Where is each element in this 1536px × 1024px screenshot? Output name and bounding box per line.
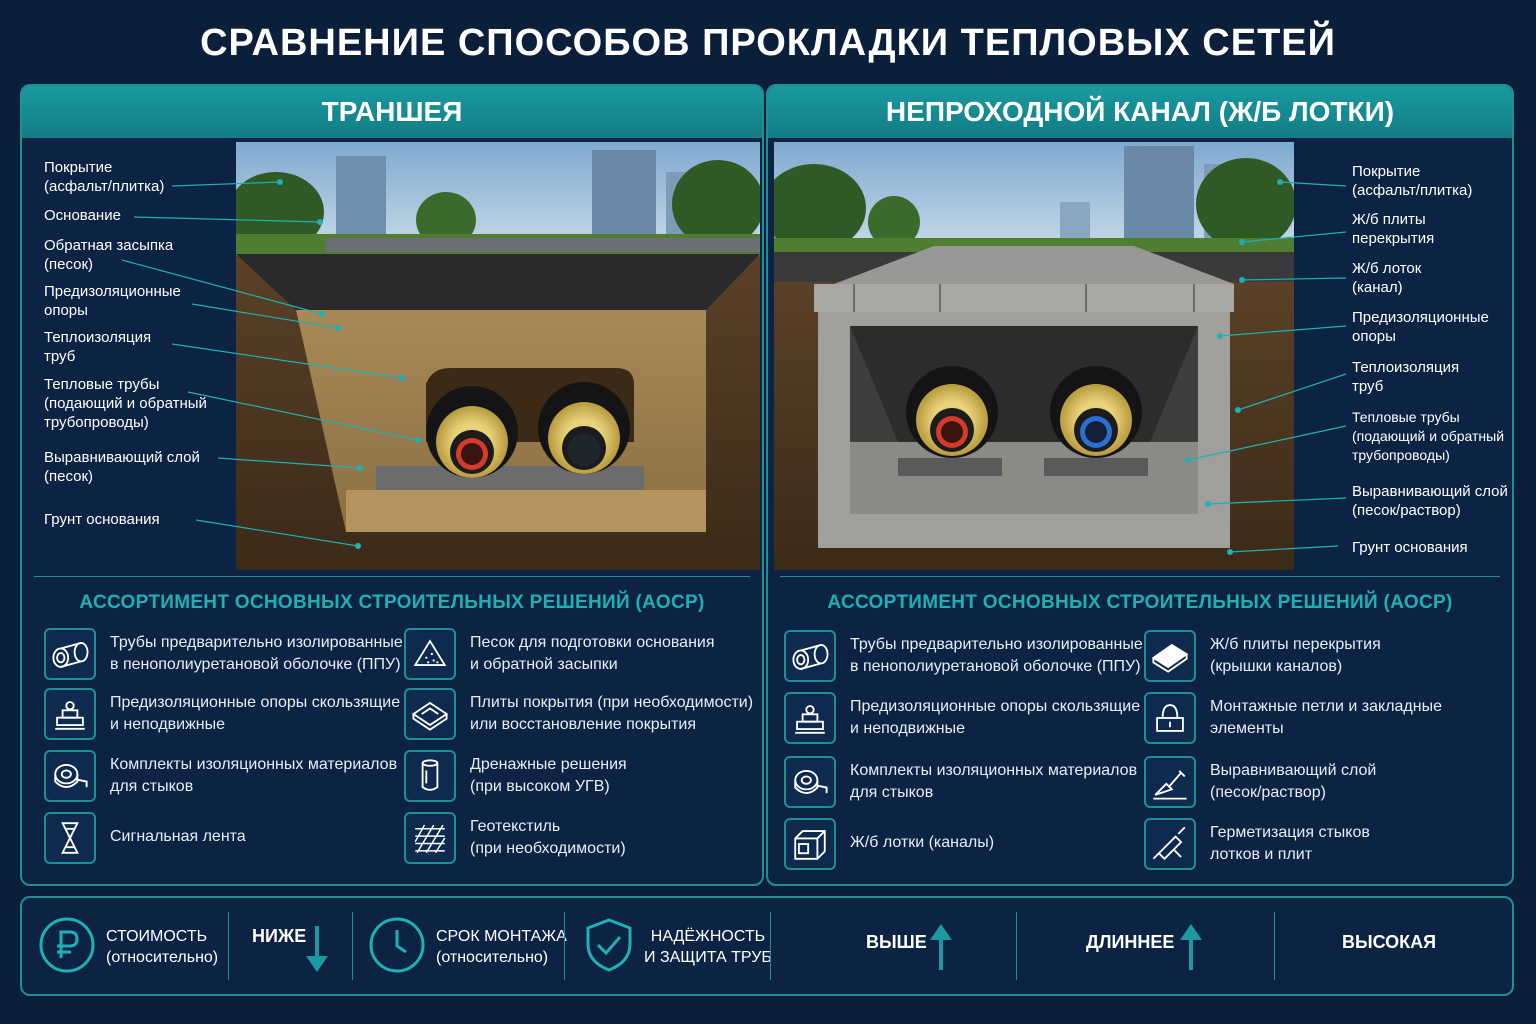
item-text: Предизоляционные опоры скользящие и непо…	[110, 694, 401, 733]
trench-callouts: Покрытие (асфальт/плитка) Основание Обра…	[22, 142, 762, 570]
channel-callouts: Покрытие (асфальт/плитка) Ж/б плиты пере…	[768, 142, 1512, 570]
trench-cross-section-illustration	[236, 142, 760, 570]
reliability-label: НАДЁЖНОСТЬ И ЗАЩИТА ТРУБ	[644, 928, 772, 966]
aosr-title: АССОРТИМЕНТ ОСНОВНЫХ СТРОИТЕЛЬНЫХ РЕШЕНИ…	[79, 592, 705, 613]
geotextile-icon	[404, 812, 456, 864]
channel-panel: НЕПРОХОДНОЙ КАНАЛ (Ж/Б ЛОТКИ)	[766, 84, 1514, 886]
channel-panel-header: НЕПРОХОДНОЙ КАНАЛ (Ж/Б ЛОТКИ)	[768, 86, 1512, 138]
cover-slab-icon	[1144, 630, 1196, 682]
callout-channel-tray: Ж/б лоток (канал)	[1352, 260, 1422, 296]
item-text: Комплекты изоляционных материалов для ст…	[110, 756, 398, 795]
trench-panel-header: ТРАНШЕЯ	[22, 86, 762, 138]
slab-icon	[404, 688, 456, 740]
callout-ground: Грунт основания	[1352, 539, 1468, 556]
channel-tray-icon	[784, 818, 836, 870]
sand-icon	[404, 628, 456, 680]
return-pipe-right	[1050, 366, 1142, 458]
callout-insulation: Теплоизоляция труб	[44, 329, 152, 365]
divider	[780, 576, 1500, 577]
item-text: Дренажные решения (при высоком УГВ)	[470, 756, 627, 795]
item-text: Трубы предварительно изолированные в пен…	[110, 634, 403, 673]
callout-insulation: Теплоизоляция труб	[1352, 359, 1460, 395]
support-icon	[784, 692, 836, 744]
separator	[564, 912, 565, 980]
callout-leveling-layer: Выравнивающий слой (песок/раствор)	[1352, 483, 1508, 519]
arrow-up-icon	[928, 922, 954, 972]
drain-icon	[404, 750, 456, 802]
pipe-icon	[784, 630, 836, 682]
item-text: Плиты покрытия (при необходимости) или в…	[470, 694, 754, 733]
tape-roll-icon	[784, 756, 836, 808]
callout-heat-pipes: Тепловые трубы (подающий и обратный труб…	[44, 376, 207, 431]
item-text: Предизоляционные опоры скользящие и непо…	[850, 698, 1141, 737]
comparison-bar: СТОИМОСТЬ (относительно) НИЖЕ СРОК МОНТА…	[20, 896, 1514, 996]
callout-coating: Покрытие (асфальт/плитка)	[44, 159, 165, 195]
callout-base: Основание	[44, 207, 121, 224]
callout-coating: Покрытие (асфальт/плитка)	[1352, 163, 1473, 199]
item-text: Геотекстиль (при необходимости)	[470, 818, 626, 857]
trowel-icon	[1144, 756, 1196, 808]
item-text: Сигнальная лента	[110, 828, 246, 845]
trench-panel: ТРАНШЕЯ	[20, 84, 764, 886]
channel-cross-section-illustration	[774, 142, 1294, 570]
callout-heat-pipes: Тепловые трубы (подающий и обратный труб…	[1352, 409, 1505, 463]
separator	[1274, 912, 1275, 980]
pipe-icon	[44, 628, 96, 680]
separator	[770, 912, 771, 980]
item-text: Выравнивающий слой (песок/раствор)	[1210, 762, 1377, 801]
supply-pipe-right	[906, 366, 998, 458]
clock-icon	[368, 916, 426, 974]
tape-roll-icon	[44, 750, 96, 802]
arrow-up-icon	[1178, 922, 1204, 972]
aosr-title: АССОРТИМЕНТ ОСНОВНЫХ СТРОИТЕЛЬНЫХ РЕШЕНИ…	[827, 592, 1453, 613]
page-title: СРАВНЕНИЕ СПОСОБОВ ПРОКЛАДКИ ТЕПЛОВЫХ СЕ…	[200, 22, 1336, 64]
divider	[34, 576, 750, 577]
time-label: СРОК МОНТАЖА (относительно)	[436, 928, 567, 966]
separator	[352, 912, 353, 980]
item-text: Герметизация стыков лотков и плит	[1210, 824, 1370, 863]
item-text: Комплекты изоляционных материалов для ст…	[850, 762, 1138, 801]
shield-check-icon	[580, 916, 638, 974]
callout-supports: Предизоляционные опоры	[44, 283, 181, 319]
lifting-loop-icon	[1144, 692, 1196, 744]
callout-leveling-layer: Выравнивающий слой (песок)	[44, 449, 200, 485]
item-text: Ж/б плиты перекрытия (крышки каналов)	[1210, 636, 1381, 675]
cost-channel-value: ВЫШЕ	[866, 932, 927, 952]
arrow-down-icon	[304, 924, 330, 974]
item-text: Трубы предварительно изолированные в пен…	[850, 636, 1143, 675]
item-text: Монтажные петли и закладные элементы	[1210, 698, 1442, 737]
item-text: Ж/б лотки (каналы)	[850, 834, 995, 851]
ruble-icon	[38, 916, 96, 974]
sealant-gun-icon	[1144, 818, 1196, 870]
callout-supports: Предизоляционные опоры	[1352, 309, 1489, 345]
callout-backfill: Обратная засыпка (песок)	[44, 237, 174, 273]
cost-label: СТОИМОСТЬ (относительно)	[106, 928, 219, 966]
reliability-channel-value: ВЫСОКАЯ	[1342, 932, 1437, 952]
supply-pipe-left	[426, 386, 518, 478]
separator	[228, 912, 229, 980]
callout-cover-slabs: Ж/б плиты перекрытия	[1352, 211, 1435, 247]
separator	[1016, 912, 1017, 980]
cost-trench-value: НИЖЕ	[252, 926, 307, 946]
support-icon	[44, 688, 96, 740]
item-text: Песок для подготовки основания и обратно…	[470, 634, 715, 673]
signal-tape-icon	[44, 812, 96, 864]
callout-ground: Грунт основания	[44, 511, 160, 528]
time-channel-value: ДЛИННЕЕ	[1086, 932, 1175, 952]
return-pipe-left	[538, 382, 630, 474]
